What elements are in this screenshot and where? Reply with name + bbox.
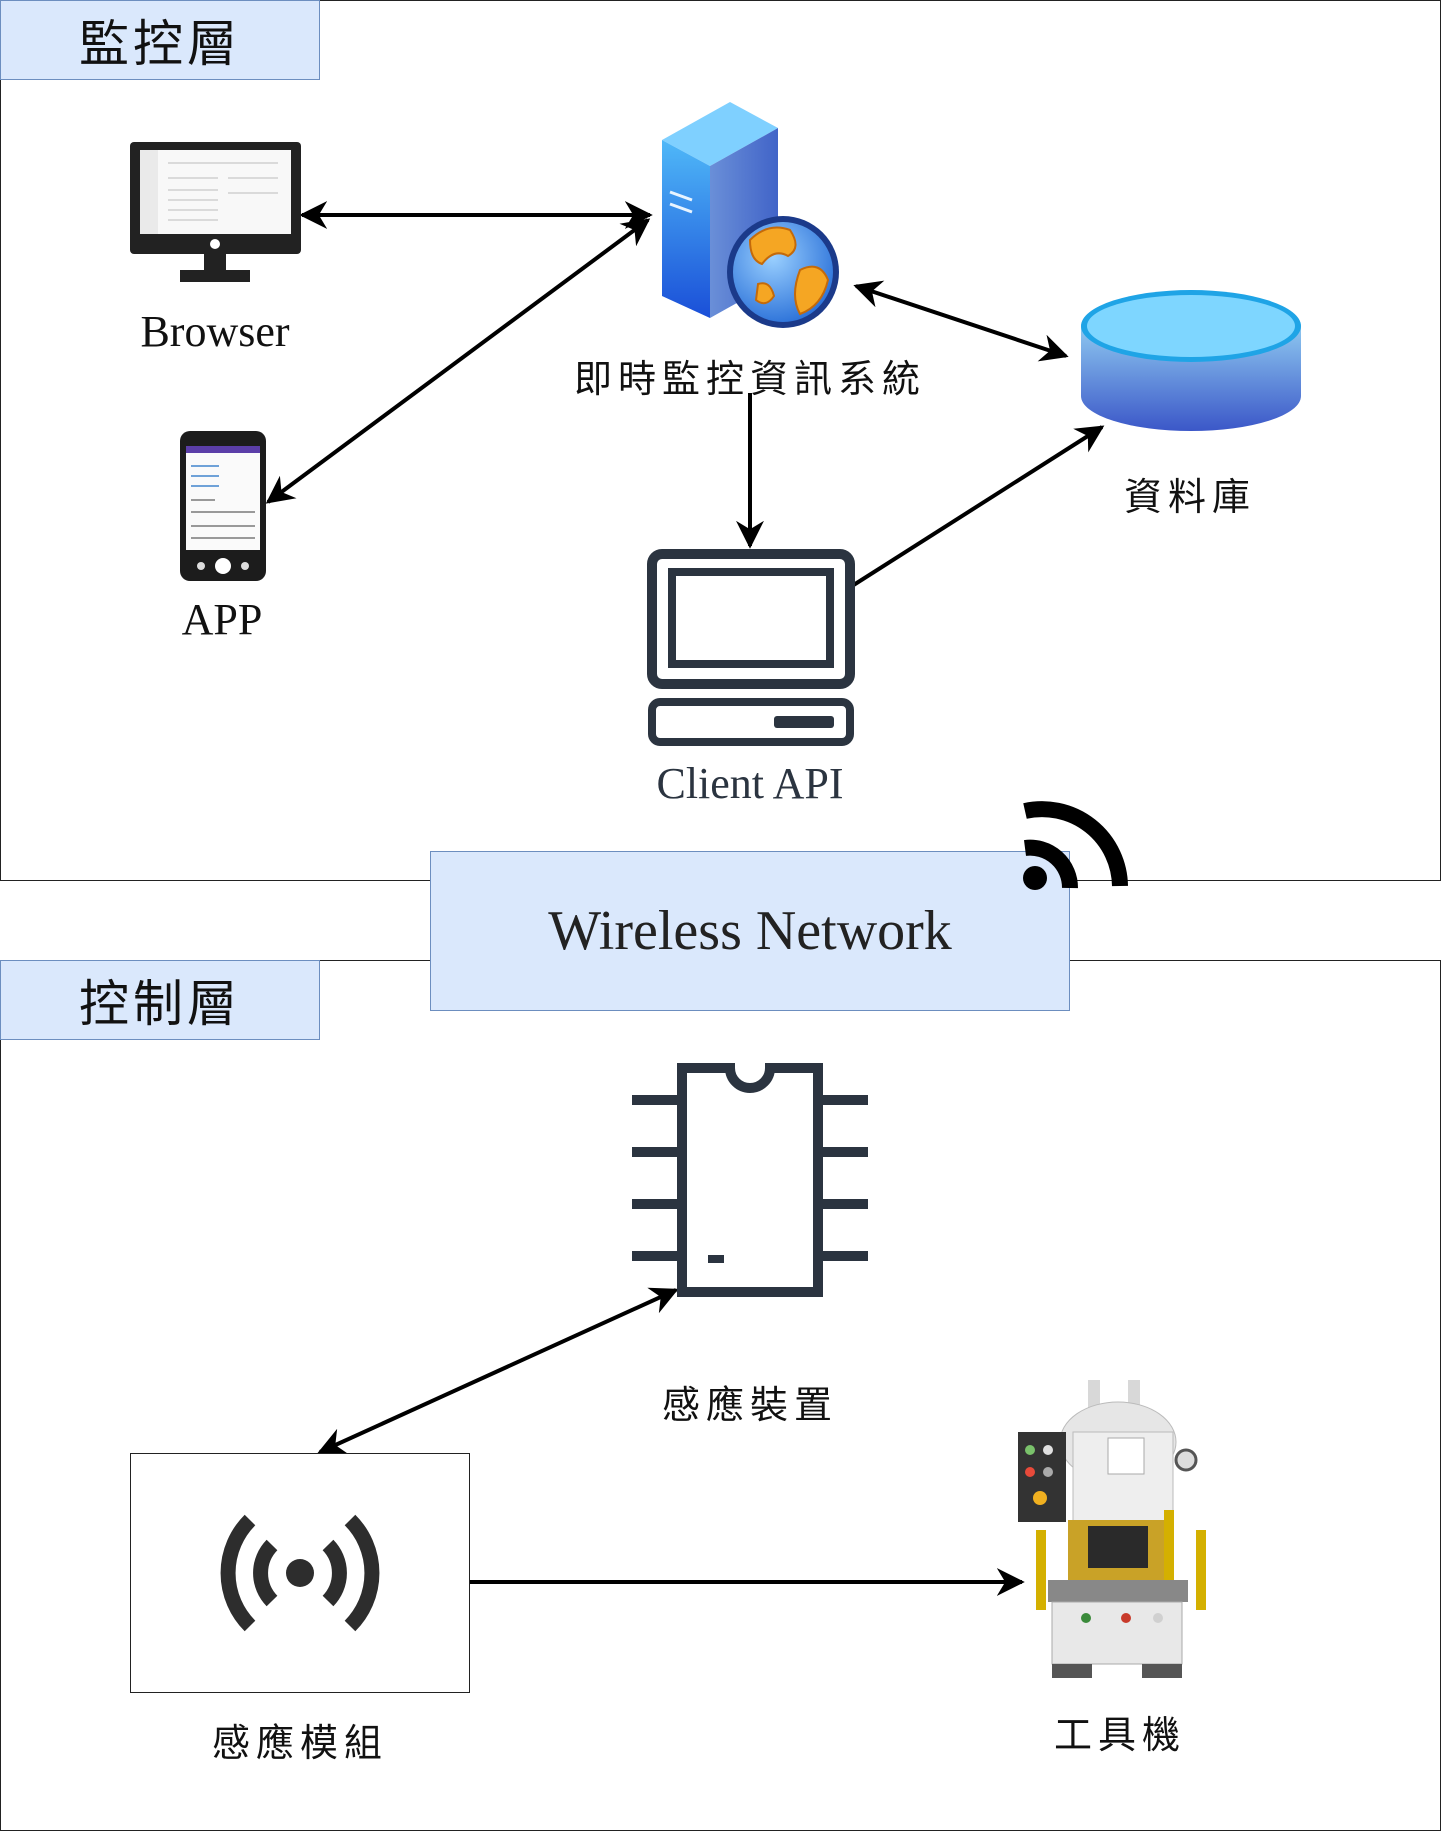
sensor-module-label: 感應模組 (211, 1721, 388, 1765)
chip-icon (632, 1063, 868, 1297)
database-label: 資料庫 (1123, 475, 1256, 519)
web-server-icon (662, 102, 839, 328)
wireless-network-box: Wireless Network (430, 851, 1070, 1011)
computer-terminal-icon (647, 549, 855, 746)
arrow-server-database (853, 280, 1069, 362)
client-api-label: Client API (656, 759, 844, 808)
smartphone-icon (180, 431, 266, 581)
app-label: APP (181, 595, 263, 644)
monitor-layer-title: 監控層 (0, 0, 320, 80)
wireless-network-label: Wireless Network (548, 900, 952, 962)
monitor-icon (130, 142, 301, 282)
control-layer-title: 控制層 (0, 960, 320, 1040)
press-machine-icon (1018, 1380, 1206, 1678)
machine-tool-label: 工具機 (1053, 1713, 1186, 1757)
wireless-signal-icon (220, 1514, 380, 1632)
arrow-app-server (265, 218, 651, 504)
sensor-device-label: 感應裝置 (661, 1383, 838, 1427)
wifi-icon (1023, 801, 1128, 890)
arrow-clientapi-database (850, 425, 1105, 588)
database-icon (1081, 290, 1301, 431)
arrow-sensor-module (317, 1287, 679, 1455)
server-label: 即時監控資訊系統 (573, 357, 926, 401)
browser-label: Browser (140, 307, 290, 356)
